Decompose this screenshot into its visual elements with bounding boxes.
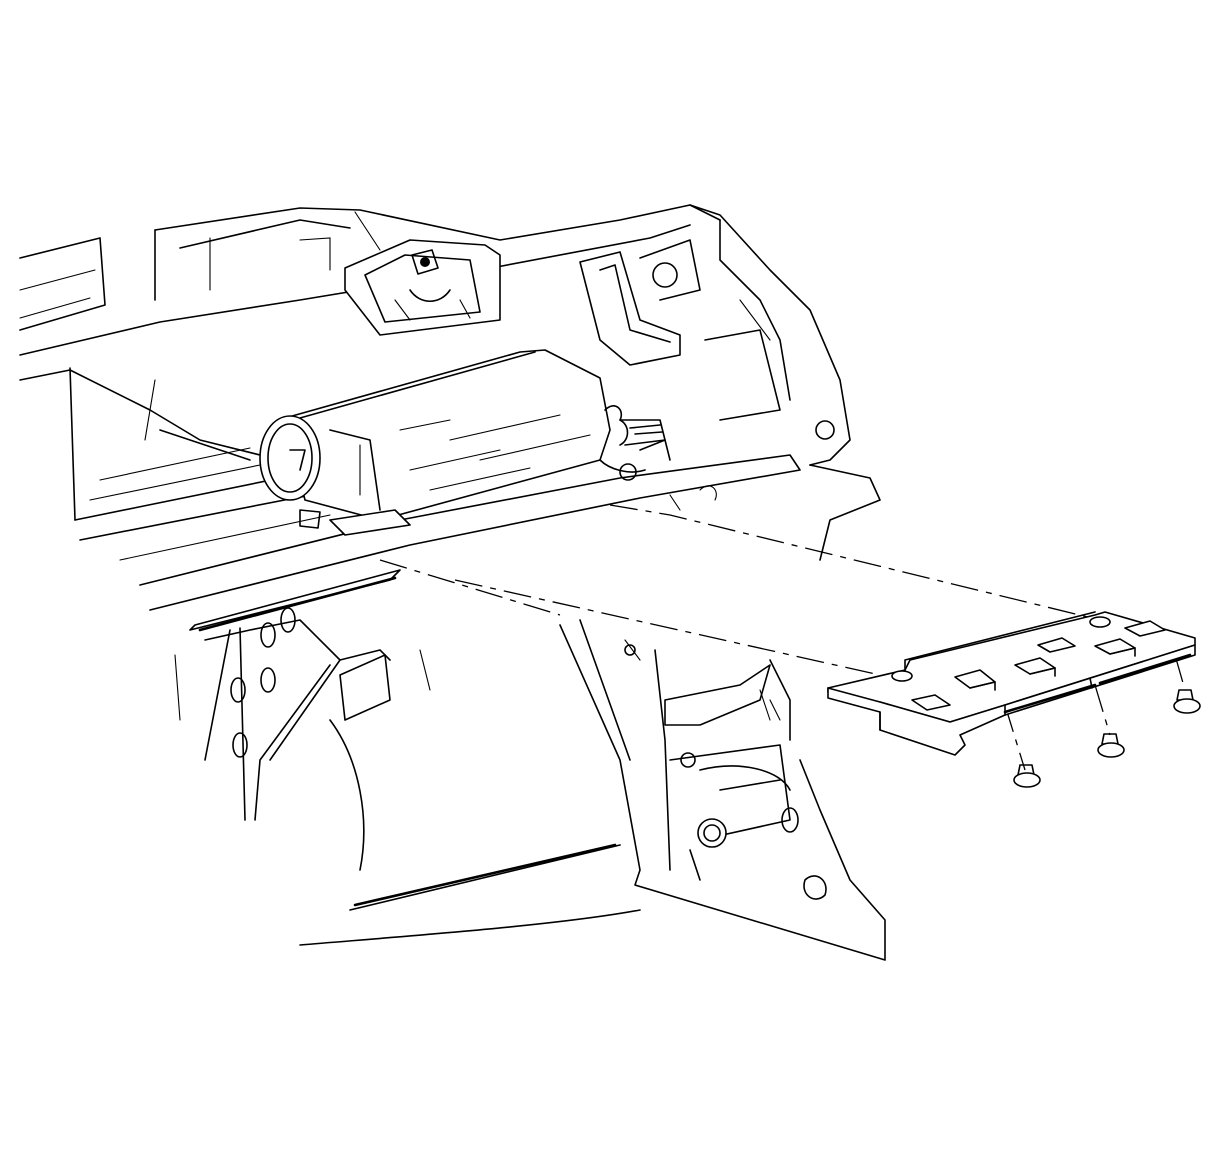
- fuel-tank: [259, 349, 717, 536]
- push-pin-retainers: [1013, 689, 1201, 788]
- body-structure-lower: [174, 569, 641, 946]
- push-pin-retainer-1: [1013, 764, 1041, 788]
- push-pin-retainer-3: [1173, 689, 1201, 714]
- body-structure-lower-right: [559, 619, 886, 961]
- push-pin-retainer-2: [1097, 733, 1125, 758]
- shield: [827, 611, 1196, 756]
- body-structure: [19, 204, 881, 611]
- assembly-centerlines: [379, 504, 1186, 771]
